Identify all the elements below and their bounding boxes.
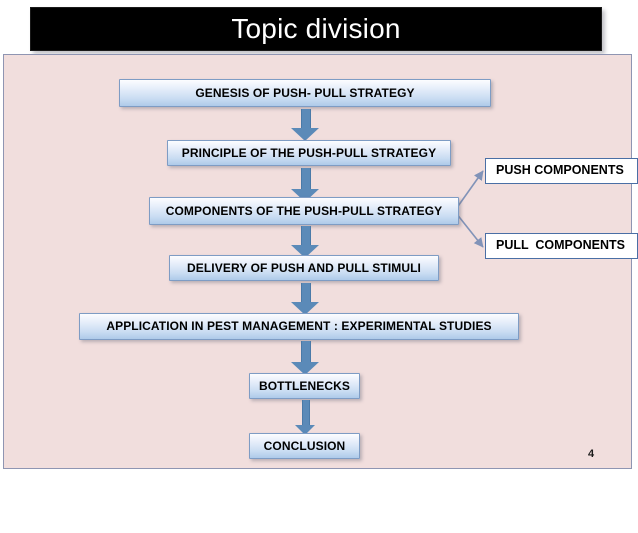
slide-number: 4 bbox=[588, 448, 595, 460]
arrow-bottlenecks-to-conclusion bbox=[291, 400, 319, 436]
branch-node-push-components-label: PUSH COMPONENTS bbox=[496, 163, 624, 178]
flow-node-delivery-label: DELIVERY OF PUSH AND PULL STIMULI bbox=[187, 260, 421, 275]
flow-node-principle[interactable]: PRINCIPLE OF THE PUSH-PULL STRATEGY bbox=[167, 140, 451, 166]
slide-title-bar: Topic division bbox=[30, 7, 602, 51]
flow-node-application-label: APPLICATION IN PEST MANAGEMENT : EXPERIM… bbox=[106, 319, 492, 334]
flow-node-genesis-label: GENESIS OF PUSH- PULL STRATEGY bbox=[195, 85, 415, 100]
flow-node-principle-label: PRINCIPLE OF THE PUSH-PULL STRATEGY bbox=[181, 145, 437, 160]
arrow-application-to-bottlenecks bbox=[291, 341, 319, 375]
flow-node-components[interactable]: COMPONENTS OF THE PUSH-PULL STRATEGY bbox=[149, 197, 459, 225]
flow-node-conclusion[interactable]: CONCLUSION bbox=[249, 433, 360, 459]
branch-node-pull-components[interactable]: PULL COMPONENTS bbox=[485, 233, 638, 259]
branch-node-pull-components-label: PULL COMPONENTS bbox=[496, 238, 625, 253]
arrow-delivery-to-application bbox=[291, 283, 319, 315]
flow-node-delivery[interactable]: DELIVERY OF PUSH AND PULL STIMULI bbox=[169, 255, 439, 281]
arrow-components-to-delivery bbox=[291, 226, 319, 258]
flow-node-genesis[interactable]: GENESIS OF PUSH- PULL STRATEGY bbox=[119, 79, 491, 107]
arrow-genesis-to-principle bbox=[291, 109, 319, 141]
flow-node-bottlenecks-label: BOTTLENECKS bbox=[258, 378, 351, 393]
branch-node-push-components[interactable]: PUSH COMPONENTS bbox=[485, 158, 638, 184]
slide-content-panel: GENESIS OF PUSH- PULL STRATEGY PRINCIPLE… bbox=[3, 54, 638, 469]
flow-node-bottlenecks[interactable]: BOTTLENECKS bbox=[249, 373, 360, 399]
flow-node-application[interactable]: APPLICATION IN PEST MANAGEMENT : EXPERIM… bbox=[79, 313, 519, 340]
flow-node-conclusion-label: CONCLUSION bbox=[263, 438, 346, 453]
flow-node-components-label: COMPONENTS OF THE PUSH-PULL STRATEGY bbox=[165, 203, 443, 218]
branch-connectors bbox=[455, 170, 484, 248]
page-title: Topic division bbox=[231, 13, 401, 44]
